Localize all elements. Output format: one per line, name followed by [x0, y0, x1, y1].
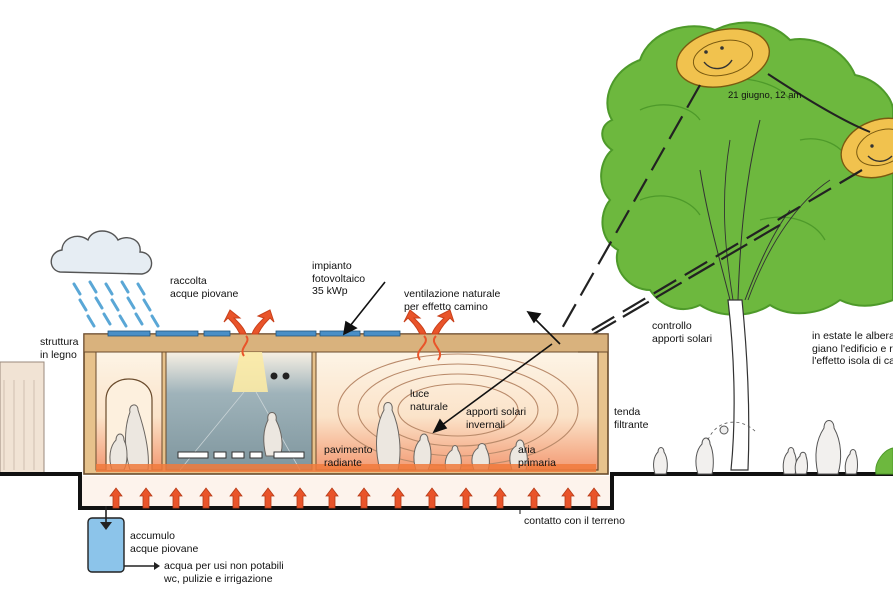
- label-pavimento: pavimento radiante: [324, 444, 373, 469]
- building-section: [83, 333, 609, 475]
- label-impianto: impianto fotovoltaico 35 kWp: [312, 260, 366, 297]
- label-accumulo: accumulo acque piovane: [130, 530, 199, 555]
- tree: [600, 21, 893, 471]
- label-raccolta: raccolta acque piovane: [170, 275, 239, 300]
- sun-icon-secondary: [840, 117, 893, 179]
- label-apporti-solari: apporti solari invernali: [466, 406, 527, 431]
- label-aria: aria primaria: [518, 444, 556, 469]
- outdoor-people: [653, 420, 858, 475]
- label-contatto: contatto con il terreno: [524, 515, 625, 527]
- solar-panels: [107, 330, 401, 337]
- chimney-plume: [241, 335, 441, 361]
- label-luce: luce naturale: [410, 388, 448, 413]
- label-estate: in estate le albera giano l'edificio e r…: [812, 330, 893, 367]
- label-giugno: 21 giugno, 12 am: [728, 90, 802, 101]
- rain-cloud-icon: [50, 230, 153, 275]
- label-acqua-usi: acqua per usi non potabili wc, pulizie e…: [164, 560, 284, 585]
- pointer-arrows: [342, 281, 561, 434]
- sun-path: [767, 73, 871, 133]
- people-figures: [109, 402, 528, 471]
- ground-heat-arrows: [109, 487, 601, 509]
- radiant-floor: [96, 464, 596, 472]
- shrub: [875, 447, 893, 475]
- label-ventilazione: ventilazione naturale per effetto camino: [404, 288, 501, 313]
- ventilation-arrows: [223, 309, 455, 335]
- label-controllo: controllo apporti solari: [652, 320, 713, 345]
- label-struttura: struttura in legno: [40, 336, 79, 361]
- label-tenda: tenda filtrante: [614, 406, 649, 431]
- neighbour-building: [0, 361, 45, 475]
- rain-drops: [72, 280, 160, 328]
- ground-foundation: [82, 476, 610, 506]
- sun-icon: [675, 28, 771, 88]
- loungers: [177, 451, 305, 459]
- water-tank-icon: [87, 506, 160, 573]
